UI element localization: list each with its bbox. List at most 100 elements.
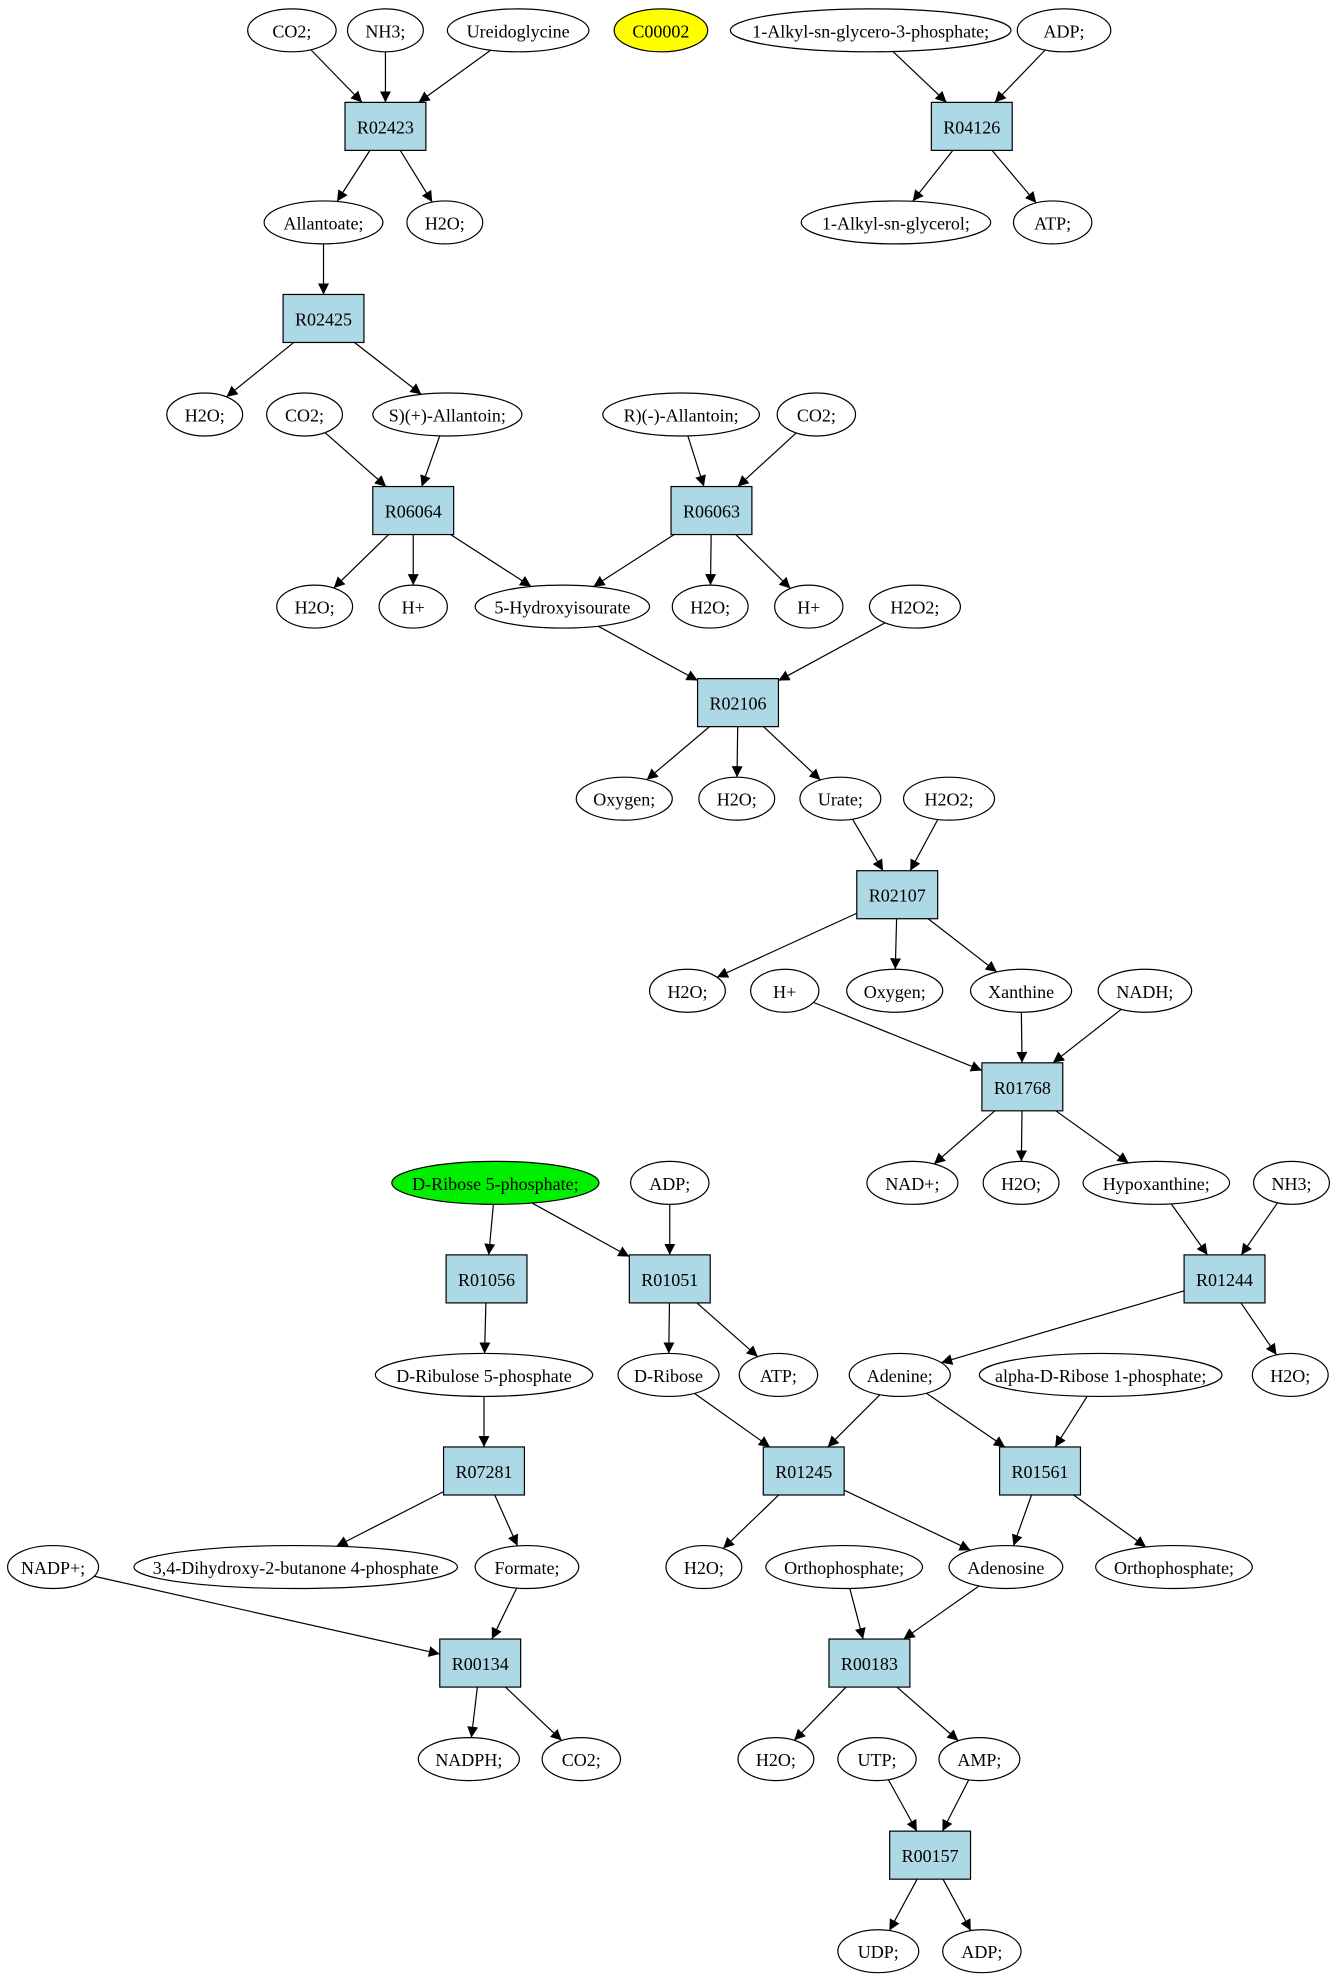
compound-ellipse xyxy=(774,584,844,629)
reaction-box xyxy=(930,101,1013,151)
compound-ellipse xyxy=(978,1352,1223,1398)
compound-ellipse xyxy=(846,968,944,1013)
node-label: R01056 xyxy=(458,1270,515,1290)
compound-node-h2o_h: H2O; xyxy=(1251,1352,1329,1398)
node-label: Orthophosphate; xyxy=(784,1558,904,1578)
node-label: NADH; xyxy=(1116,982,1173,1002)
node-label: R04126 xyxy=(943,117,1000,137)
edge-hypoxanthine-to-R01244 xyxy=(1170,1203,1208,1256)
edge-nadpplus-to-R00134 xyxy=(94,1575,440,1657)
node-label: Ureidoglycine xyxy=(467,21,570,41)
edge-adenosine-to-R00183 xyxy=(903,1585,980,1640)
reaction-box xyxy=(445,1254,528,1304)
reaction-node-R02423: R02423 xyxy=(344,101,427,151)
compound-ellipse xyxy=(266,392,344,437)
compound-ellipse xyxy=(166,392,244,437)
reaction-box xyxy=(439,1638,522,1688)
compound-node-hypoxanthine: Hypoxanthine; xyxy=(1082,1160,1231,1205)
compound-node-h2o_g: H2O; xyxy=(982,1160,1060,1205)
edge-R01051-to-atp_b xyxy=(696,1302,759,1358)
compound-ellipse xyxy=(738,1352,819,1398)
node-label: CO2; xyxy=(272,21,311,41)
edge-R02107-to-h2o_f xyxy=(716,912,858,978)
compound-node-urate: Urate; xyxy=(799,776,882,821)
compound-ellipse xyxy=(750,968,820,1013)
compound-node-h2o_j: H2O; xyxy=(737,1737,815,1782)
compound-node-xanthine: Xanthine xyxy=(969,968,1073,1013)
compound-ellipse xyxy=(276,584,354,629)
edge-R02106-to-h2o_e xyxy=(731,726,743,778)
node-label: ATP; xyxy=(1034,213,1071,233)
compound-node-oxygen_a: Oxygen; xyxy=(575,776,673,821)
node-label: H2O; xyxy=(667,982,707,1002)
node-label: alpha-D-Ribose 1-phosphate; xyxy=(995,1366,1206,1386)
edge-xanthine-to-R01768 xyxy=(1016,1012,1028,1063)
node-label: R01561 xyxy=(1012,1462,1069,1482)
node-label: R02106 xyxy=(709,694,766,714)
edge-hydroxyisourate-to-R02106 xyxy=(597,625,698,682)
node-label: Urate; xyxy=(818,790,863,810)
compound-ellipse xyxy=(1082,1160,1231,1205)
node-label: H2O; xyxy=(756,1750,796,1770)
node-label: UDP; xyxy=(858,1942,899,1962)
reaction-box xyxy=(696,678,780,728)
edge-rallant-to-R06063 xyxy=(687,435,706,487)
edge-R02423-to-h2o_a xyxy=(399,150,433,203)
compound-ellipse xyxy=(617,1352,720,1398)
node-label: R00134 xyxy=(452,1654,509,1674)
node-label: Allantoate; xyxy=(284,213,364,233)
node-label: NH3; xyxy=(1272,1174,1312,1194)
edge-R01561-to-orthop_b xyxy=(1073,1494,1147,1548)
reaction-node-R07281: R07281 xyxy=(442,1446,526,1496)
edge-nh3_b-to-R01244 xyxy=(1240,1202,1279,1256)
compound-ellipse xyxy=(837,1929,920,1974)
compound-node-adp_a: ADP; xyxy=(1016,8,1112,53)
node-label: R02423 xyxy=(357,117,414,137)
node-label: R01245 xyxy=(775,1462,832,1482)
compound-ellipse xyxy=(866,1160,959,1205)
compound-ellipse xyxy=(629,1160,710,1205)
node-label: CO2; xyxy=(285,406,324,426)
compound-ellipse xyxy=(1095,1544,1253,1590)
reaction-node-R06064: R06064 xyxy=(372,485,455,536)
compound-node-ureido: Ureidoglycine xyxy=(446,8,590,53)
compound-node-hp_c: H+ xyxy=(750,968,820,1013)
node-label: S)(+)-Allantoin; xyxy=(389,406,506,427)
node-label: NADPH; xyxy=(435,1750,502,1770)
compound-ellipse xyxy=(671,584,749,629)
compound-node-nadpplus: NADP+; xyxy=(6,1544,100,1590)
reaction-node-R01561: R01561 xyxy=(998,1446,1082,1496)
compound-ellipse xyxy=(1252,1160,1331,1205)
reaction-node-R01768: R01768 xyxy=(981,1062,1064,1112)
compound-ellipse xyxy=(474,1544,580,1590)
node-label: H2O; xyxy=(295,598,335,618)
edge-urate-to-R02107 xyxy=(851,818,884,872)
compound-node-atp_a: ATP; xyxy=(1012,200,1093,245)
compound-ellipse xyxy=(391,1160,600,1205)
reaction-box xyxy=(1183,1254,1266,1304)
compound-ellipse xyxy=(541,1737,622,1782)
compound-node-co2_b: CO2; xyxy=(266,392,344,437)
edge-R01244-to-adenine xyxy=(941,1290,1185,1365)
compound-node-adenine: Adenine; xyxy=(848,1352,951,1398)
node-label: CO2; xyxy=(562,1750,601,1770)
node-label: H2O; xyxy=(1001,1174,1041,1194)
edge-R01561-to-adenosine xyxy=(1011,1494,1033,1546)
compound-node-amp: AMP; xyxy=(938,1737,1021,1782)
compound-ellipse xyxy=(800,200,992,245)
compound-node-utp: UTP; xyxy=(837,1737,917,1782)
edge-R06063-to-h2o_d xyxy=(705,534,717,586)
compound-ellipse xyxy=(948,1544,1064,1590)
compound-ellipse xyxy=(1016,8,1112,53)
compound-node-h2o_i: H2O; xyxy=(665,1544,743,1590)
reaction-box xyxy=(762,1446,845,1496)
edge-R04126-to-alkylg xyxy=(912,150,954,202)
edge-R00134-to-nadph xyxy=(467,1687,479,1738)
edge-R01245-to-adenosine xyxy=(843,1489,971,1551)
reaction-node-R02425: R02425 xyxy=(282,293,365,344)
compound-ellipse xyxy=(6,1544,100,1590)
node-label: R01051 xyxy=(641,1270,698,1290)
compound-node-h2o_b: H2O; xyxy=(166,392,244,437)
compound-ellipse xyxy=(613,8,709,53)
edge-R02107-to-oxygen_b xyxy=(890,918,902,970)
